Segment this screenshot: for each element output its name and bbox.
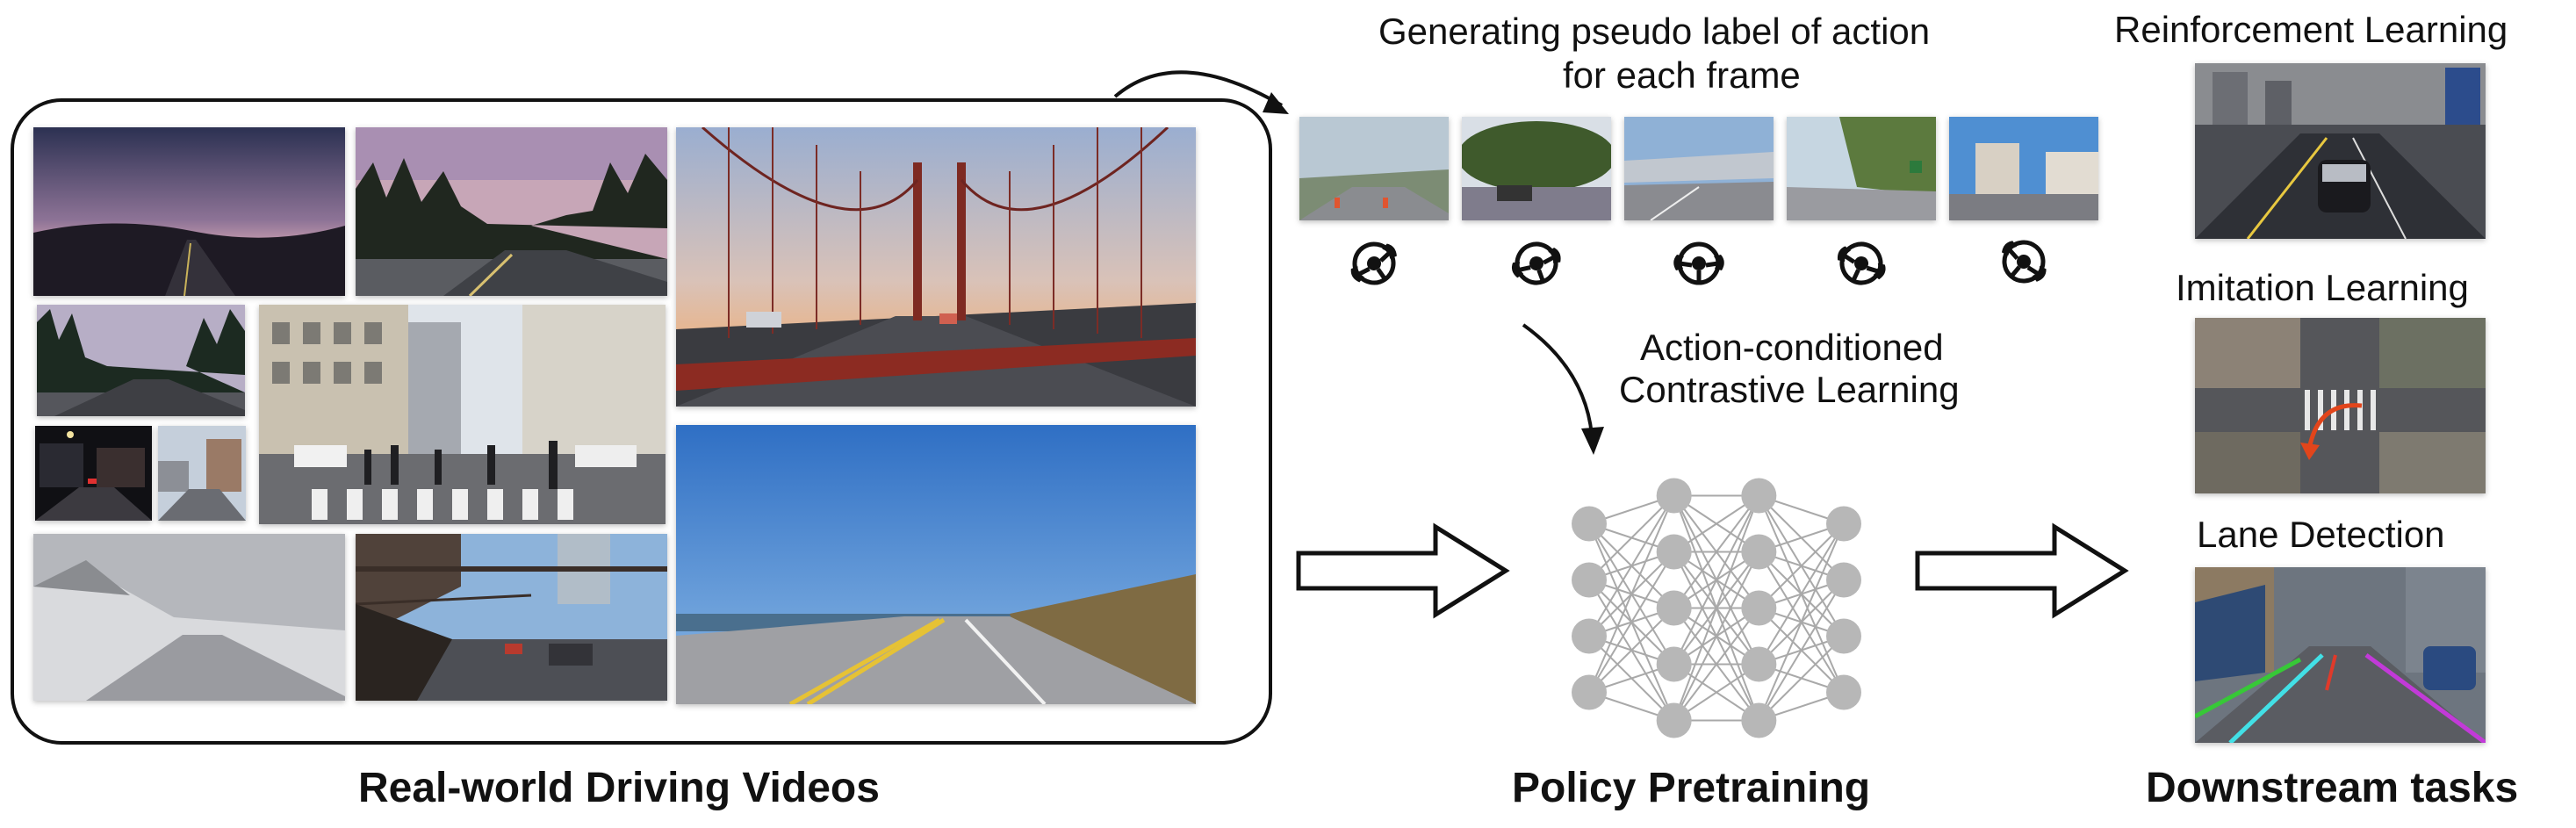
curved-arrow-to-network: [1522, 323, 1604, 455]
network-edge: [1673, 551, 1760, 721]
pseudo-label-frame-2: [1462, 117, 1611, 220]
task-label-imitation-learning: Imitation Learning: [2176, 267, 2469, 308]
network-node: [1656, 534, 1692, 570]
network-edge: [1673, 495, 1760, 721]
steering-wheel-icon: [1831, 230, 1892, 297]
network-node: [1826, 618, 1861, 654]
network-edge: [1758, 522, 1845, 666]
video-thumb-suburb-street: [158, 426, 246, 521]
task-label-lane-detection: Lane Detection: [2197, 514, 2445, 555]
network-edge: [1758, 523, 1845, 721]
video-thumb-coastal-highway: [676, 425, 1196, 704]
task-image-imitation-learning: [2195, 318, 2486, 493]
network-edge: [1673, 494, 1760, 609]
video-thumb-city-crosswalk: [259, 305, 666, 524]
network-node: [1656, 478, 1692, 514]
pretraining-caption: Policy Pretraining: [1512, 765, 1871, 811]
contrastive-title-line1: Action-conditioned: [1640, 327, 1944, 368]
network-node: [1741, 646, 1777, 682]
network-edge: [1758, 522, 1845, 609]
network-node: [1656, 590, 1692, 626]
pseudo-label-title-line1: Generating pseudo label of action: [1378, 11, 1931, 52]
pseudo-label-frame-5: [1949, 117, 2098, 220]
steering-wheel-icon: [1668, 230, 1730, 297]
curved-arrow-to-frames: [1113, 70, 1289, 114]
downstream-caption: Downstream tasks: [2146, 765, 2519, 811]
policy-network: [1572, 478, 1861, 738]
network-edge: [1588, 607, 1675, 694]
pseudo-label-frame-1: [1299, 117, 1449, 220]
steering-wheel-icon: [1506, 230, 1567, 297]
block-arrow-to-pretraining: [1296, 522, 1510, 619]
network-edge: [1588, 495, 1675, 693]
network-node: [1741, 478, 1777, 514]
video-thumb-snowy-road: [33, 534, 345, 701]
contrastive-title-line2: Contrastive Learning: [1619, 369, 1960, 410]
driving-videos-panel: [11, 98, 1272, 745]
network-edge: [1673, 607, 1760, 722]
network-edge: [1758, 579, 1845, 722]
network-node: [1572, 618, 1607, 654]
video-thumb-night-street: [35, 426, 152, 521]
network-node: [1741, 534, 1777, 570]
network-node: [1572, 506, 1607, 542]
pseudo-label-frame-3: [1624, 117, 1774, 220]
video-thumb-forest-road: [356, 127, 667, 296]
task-image-reinforcement-learning: [2195, 63, 2486, 239]
video-thumb-pine-road: [37, 305, 245, 416]
network-node: [1826, 506, 1861, 542]
pseudo-label-frame-4: [1787, 117, 1936, 220]
network-edge: [1673, 495, 1760, 665]
network-node: [1741, 590, 1777, 626]
network-edge: [1588, 551, 1675, 694]
video-thumb-brooklyn-bridge: [356, 534, 667, 701]
network-node: [1656, 646, 1692, 682]
block-arrow-to-downstream: [1915, 522, 2129, 619]
task-label-reinforcement-learning: Reinforcement Learning: [2114, 9, 2508, 50]
task-image-lane-detection: [2195, 567, 2486, 743]
videos-caption: Real-world Driving Videos: [358, 765, 880, 811]
network-node: [1572, 674, 1607, 710]
network-edge: [1758, 635, 1845, 722]
network-edge: [1588, 494, 1675, 581]
pseudo-label-title-line2: for each frame: [1563, 54, 1801, 96]
network-node: [1826, 674, 1861, 710]
network-node: [1656, 702, 1692, 738]
video-thumb-golden-gate-bridge: [676, 127, 1196, 407]
steering-wheel-icon: [1993, 227, 2054, 297]
network-node: [1826, 562, 1861, 598]
network-edge: [1588, 494, 1675, 637]
steering-wheel-icon: [1343, 230, 1405, 297]
network-node: [1572, 562, 1607, 598]
video-thumb-dusk-highway: [33, 127, 345, 296]
network-node: [1741, 702, 1777, 738]
